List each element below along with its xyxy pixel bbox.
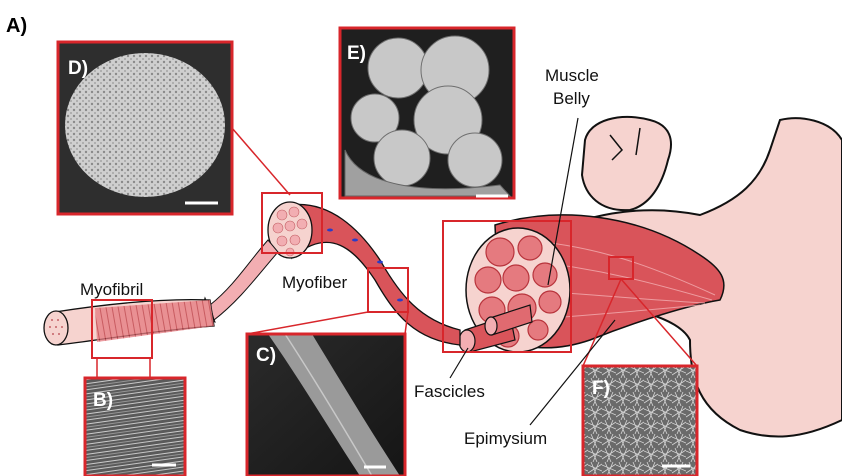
- panel-label-c: C): [256, 345, 276, 366]
- panel-label-b: B): [93, 390, 113, 411]
- label-fascicles: Fascicles: [414, 382, 485, 401]
- label-myofiber: Myofiber: [282, 273, 348, 292]
- sem-panel-b: B): [85, 378, 185, 476]
- sem-panel-c: C): [247, 334, 405, 476]
- panel-label-d: D): [68, 58, 88, 79]
- label-epimysium: Epimysium: [464, 429, 547, 448]
- fist: [582, 117, 671, 210]
- panel-label-f: F): [592, 378, 610, 399]
- panel-label-e: E): [347, 43, 366, 64]
- label-myofibril: Myofibril: [80, 280, 143, 299]
- sem-panel-d: D): [58, 42, 232, 214]
- sem-panel-f: F): [583, 366, 697, 476]
- sem-panel-e: E): [340, 28, 514, 198]
- label-muscle-belly-line2: Belly: [553, 89, 590, 108]
- label-muscle-belly-line1: Muscle: [545, 66, 599, 85]
- figure-label: A): [6, 15, 27, 37]
